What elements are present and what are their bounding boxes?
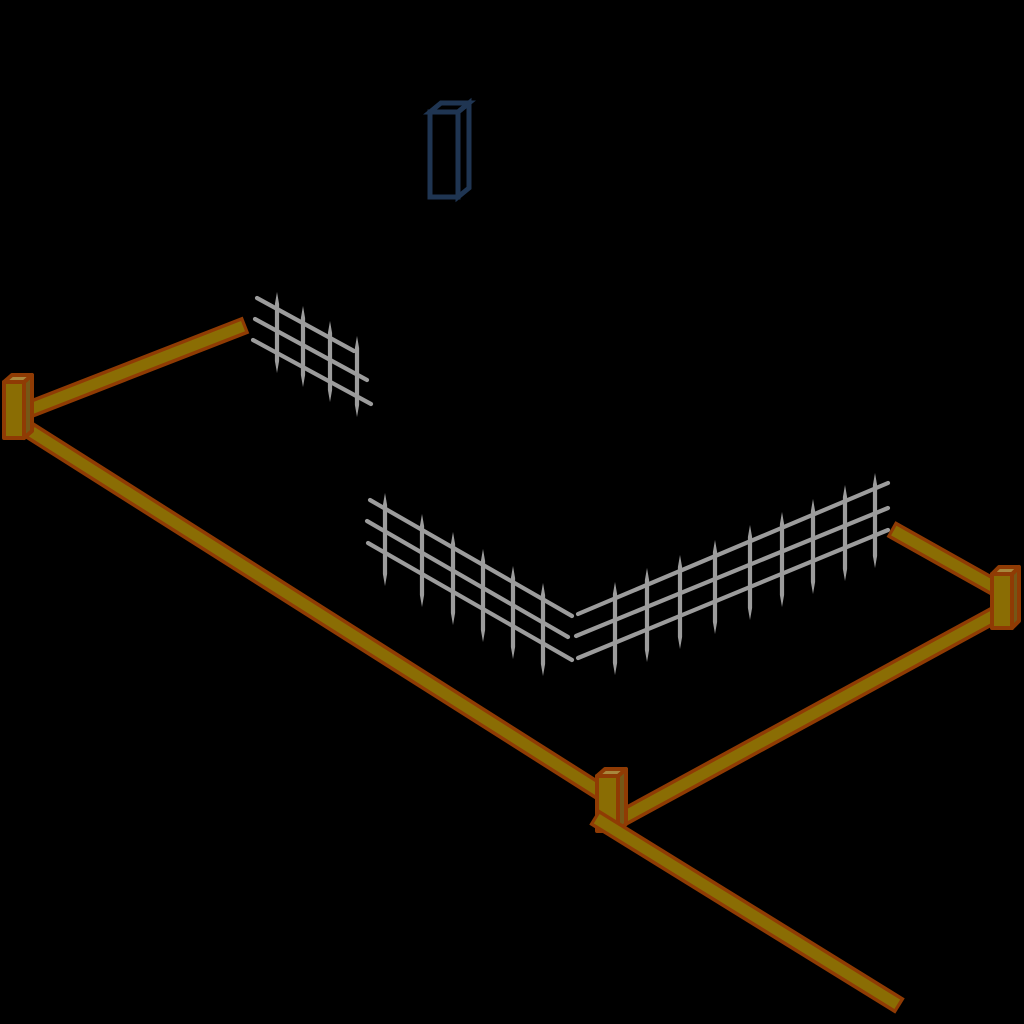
rail-right bbox=[617, 604, 1005, 826]
mesh-wire-vertical bbox=[872, 473, 878, 568]
rail-top-right bbox=[886, 521, 1001, 596]
mesh-wire-horizontal bbox=[252, 316, 370, 383]
post-right bbox=[990, 565, 1021, 630]
mesh-wire-vertical bbox=[327, 321, 333, 402]
post-left bbox=[2, 373, 34, 440]
mesh-wire-vertical bbox=[747, 525, 753, 620]
mesh-wire-horizontal bbox=[254, 295, 357, 354]
mesh-wire-vertical bbox=[779, 512, 785, 607]
mesh-wire-vertical bbox=[540, 583, 546, 676]
post-top-face bbox=[990, 565, 1021, 576]
rail-front bbox=[589, 809, 905, 1014]
mesh-wire-horizontal bbox=[573, 505, 891, 639]
mesh-wire-vertical bbox=[712, 540, 718, 634]
mesh-wire-vertical bbox=[419, 514, 425, 607]
rail-fill bbox=[891, 525, 996, 592]
mesh-wire-vertical bbox=[300, 306, 306, 387]
rail-fill bbox=[28, 427, 611, 801]
post-top-face bbox=[2, 373, 34, 384]
mesh-wire-vertical bbox=[644, 568, 650, 662]
blue-box-front-face bbox=[427, 109, 461, 200]
mesh-wire-vertical bbox=[510, 566, 516, 659]
post-top-face bbox=[595, 767, 628, 778]
post-front-face bbox=[990, 572, 1014, 630]
mesh-wire-vertical bbox=[274, 292, 280, 373]
mesh-wire-horizontal bbox=[367, 497, 575, 619]
mesh-wire-vertical bbox=[842, 485, 848, 581]
mesh-wire-horizontal bbox=[365, 540, 575, 663]
mesh-wire-horizontal bbox=[364, 518, 571, 640]
mesh-wire-horizontal bbox=[575, 527, 891, 661]
mesh-panel-small bbox=[250, 292, 374, 417]
rail-fill bbox=[622, 608, 1000, 822]
rail-fill bbox=[593, 814, 901, 1009]
mesh-wire-vertical bbox=[382, 493, 388, 586]
mesh-wire-vertical bbox=[810, 499, 816, 594]
mesh-wire-vertical bbox=[450, 532, 456, 625]
mesh-wire-vertical bbox=[612, 582, 618, 675]
mesh-wire-vertical bbox=[480, 549, 486, 642]
mesh-wire-vertical bbox=[354, 336, 360, 417]
blue-box bbox=[422, 97, 477, 203]
rail-top-left bbox=[24, 316, 250, 419]
mesh-wire-vertical bbox=[677, 555, 683, 649]
mesh-wire-horizontal bbox=[575, 480, 891, 617]
rail-fill bbox=[28, 321, 246, 414]
mesh-wire-horizontal bbox=[250, 337, 374, 407]
rail-left bbox=[24, 422, 615, 806]
mesh-fence-corner bbox=[364, 473, 891, 676]
post-front-face bbox=[2, 380, 26, 440]
